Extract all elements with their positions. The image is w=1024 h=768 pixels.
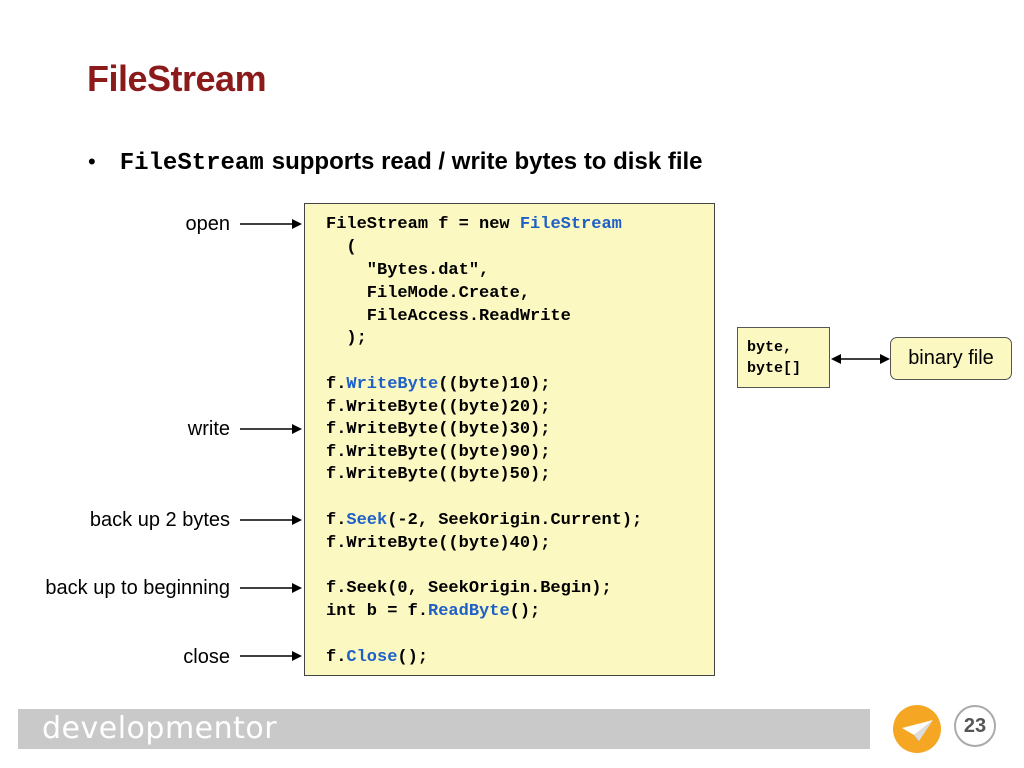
code-line: f.Close();: [326, 648, 429, 667]
code-block: FileStream f = new FileStream ( "Bytes.d…: [304, 203, 715, 676]
label-open: open: [185, 213, 231, 235]
bullet-dot: •: [88, 149, 96, 174]
code-line: f.WriteByte((byte)30);: [326, 420, 551, 439]
code-line: f.Seek(0, SeekOrigin.Begin);: [326, 579, 612, 598]
bullet-code: FileStream: [119, 150, 264, 177]
byte-array-type-label: byte[]: [747, 360, 802, 377]
slide-title: FileStream: [87, 58, 267, 99]
code-line: f.WriteByte((byte)90);: [326, 443, 551, 462]
code-line: FileStream f = new FileStream: [326, 215, 622, 234]
arrow-right-icon: [240, 583, 302, 593]
code-line: FileAccess.ReadWrite: [326, 307, 571, 326]
code-line: int b = f.ReadByte();: [326, 602, 541, 621]
byte-type-label: byte,: [747, 339, 793, 356]
label-back-up-2-bytes: back up 2 bytes: [89, 509, 230, 531]
code-line: (: [326, 238, 357, 257]
code-line: f.WriteByte((byte)50);: [326, 465, 551, 484]
arrow-right-icon: [240, 424, 302, 434]
paper-plane-icon: [893, 705, 941, 753]
label-close: close: [183, 646, 230, 668]
code-line: "Bytes.dat",: [326, 261, 490, 280]
footer-brand: developmentor: [42, 711, 278, 746]
code-line: f.Seek(-2, SeekOrigin.Current);: [326, 511, 643, 530]
code-line: f.WriteByte((byte)10);: [326, 375, 551, 394]
footer-bar: developmentor: [18, 709, 870, 749]
page-number: 23: [954, 705, 996, 747]
arrow-right-icon: [240, 515, 302, 525]
binary-file-box: binary file: [890, 337, 1012, 380]
label-write: write: [187, 418, 230, 440]
label-back-up-to-beginning: back up to beginning: [45, 577, 230, 599]
bullet-text: supports read / write bytes to disk file: [271, 148, 703, 175]
arrow-right-icon: [240, 219, 302, 229]
arrow-right-icon: [240, 651, 302, 661]
code-line: );: [326, 329, 367, 348]
double-arrow-icon: [831, 354, 890, 364]
code-line: FileMode.Create,: [326, 284, 531, 303]
code-line: f.WriteByte((byte)20);: [326, 398, 551, 417]
bullet-point: • FileStream supports read / write bytes…: [88, 148, 703, 182]
code-line: f.WriteByte((byte)40);: [326, 534, 551, 553]
byte-types-box: byte, byte[]: [737, 327, 830, 388]
